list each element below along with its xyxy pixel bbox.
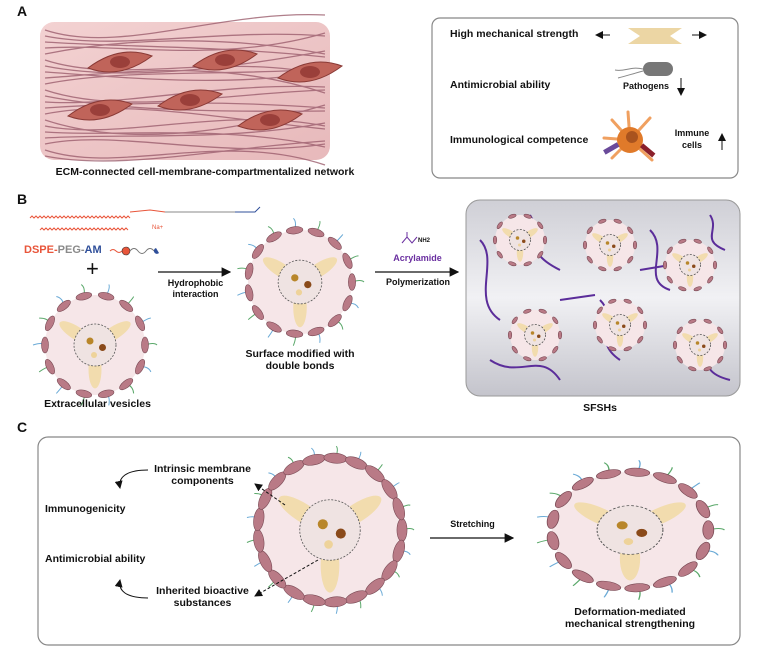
sodium-label: Na+ — [152, 225, 164, 231]
cell — [156, 89, 224, 111]
ecm-network-illustration — [40, 13, 344, 166]
cell — [236, 109, 304, 131]
crosslinked-vesicle — [582, 218, 638, 272]
crosslinked-vesicle — [662, 238, 718, 292]
property-antimicrobial: Antimicrobial ability — [450, 79, 551, 91]
crosslinked-vesicle — [492, 213, 548, 267]
intrinsic-label-1: Intrinsic membrane — [154, 463, 251, 475]
polymer-chain — [489, 359, 561, 381]
acrylamide-structure-icon — [401, 232, 418, 244]
bacterium-icon — [614, 62, 673, 79]
lipid-name: DSPE-PEG-AM — [24, 244, 102, 256]
dashed-arrow-intrinsic — [254, 483, 286, 506]
result-caption-2: mechanical strengthening — [564, 618, 696, 630]
stretching-label: Stretching — [450, 519, 495, 529]
ev-caption: Extracellular vesicles — [44, 398, 151, 410]
panel-label-a: A — [17, 3, 28, 19]
step1-label-2: interaction — [172, 289, 219, 299]
vesicle-relaxed — [246, 445, 415, 614]
plus-sign: + — [86, 256, 99, 281]
immune-label-1: Immune — [674, 128, 710, 138]
peg-text: PEG — [57, 244, 81, 256]
vesicle-stretched — [536, 459, 725, 600]
polymer-chain — [479, 239, 501, 321]
dashed-arrow-inherited — [254, 559, 319, 597]
product-caption: SFSHs — [583, 402, 617, 414]
modified-caption-1: Surface modified with — [245, 348, 355, 360]
crosslinked-vesicle — [592, 298, 648, 352]
panel-label-b: B — [17, 191, 28, 207]
intrinsic-label-2: components — [171, 475, 234, 487]
lipid-schematic-icon — [109, 246, 159, 256]
step1-label-1: Hydrophobic — [167, 278, 224, 288]
immune-label-2: cells — [681, 140, 703, 150]
property-strength: High mechanical strength — [450, 28, 579, 40]
nh2-label: NH2 — [418, 238, 431, 244]
cell — [191, 49, 259, 71]
cell — [86, 51, 154, 73]
extracellular-vesicle — [32, 284, 158, 406]
dspe-peg-am-structure — [29, 206, 261, 231]
modified-caption-2: double bonds — [265, 360, 335, 372]
antimicrobial-label: Antimicrobial ability — [45, 553, 146, 565]
cell — [66, 99, 134, 121]
panel-label-c: C — [17, 419, 28, 435]
pathogens-label: Pathogens — [623, 81, 670, 91]
inherited-label-1: Inherited bioactive — [156, 585, 249, 597]
panel-a-caption: ECM-connected cell-membrane-compartmenta… — [55, 166, 355, 178]
properties-box — [431, 17, 739, 179]
immunogenicity-label: Immunogenicity — [45, 503, 126, 515]
polymer-chain — [649, 229, 671, 291]
immune-cell-icon — [602, 110, 656, 162]
cell — [276, 61, 344, 83]
result-caption-1: Deformation-mediated — [574, 606, 686, 618]
inherited-label-2: substances — [173, 597, 232, 609]
modified-vesicle — [237, 217, 365, 346]
property-immunological: Immunological competence — [450, 134, 589, 146]
am-text: AM — [84, 244, 102, 256]
reagent-label: Acrylamide — [393, 253, 442, 263]
dspe-text: DSPE — [24, 244, 54, 256]
polymer-chain — [559, 294, 596, 301]
crosslinked-vesicle — [507, 308, 563, 362]
crosslinked-vesicle — [672, 318, 728, 372]
curved-arrow-immunogenicity — [114, 469, 149, 489]
polymer-chain — [709, 214, 726, 251]
sep2: - — [80, 244, 85, 256]
panel-c-box — [37, 436, 741, 646]
sep1: - — [53, 244, 58, 256]
step2-label: Polymerization — [385, 277, 450, 287]
curved-arrow-antimicrobial — [114, 579, 149, 599]
stretch-specimen-icon — [595, 28, 707, 44]
